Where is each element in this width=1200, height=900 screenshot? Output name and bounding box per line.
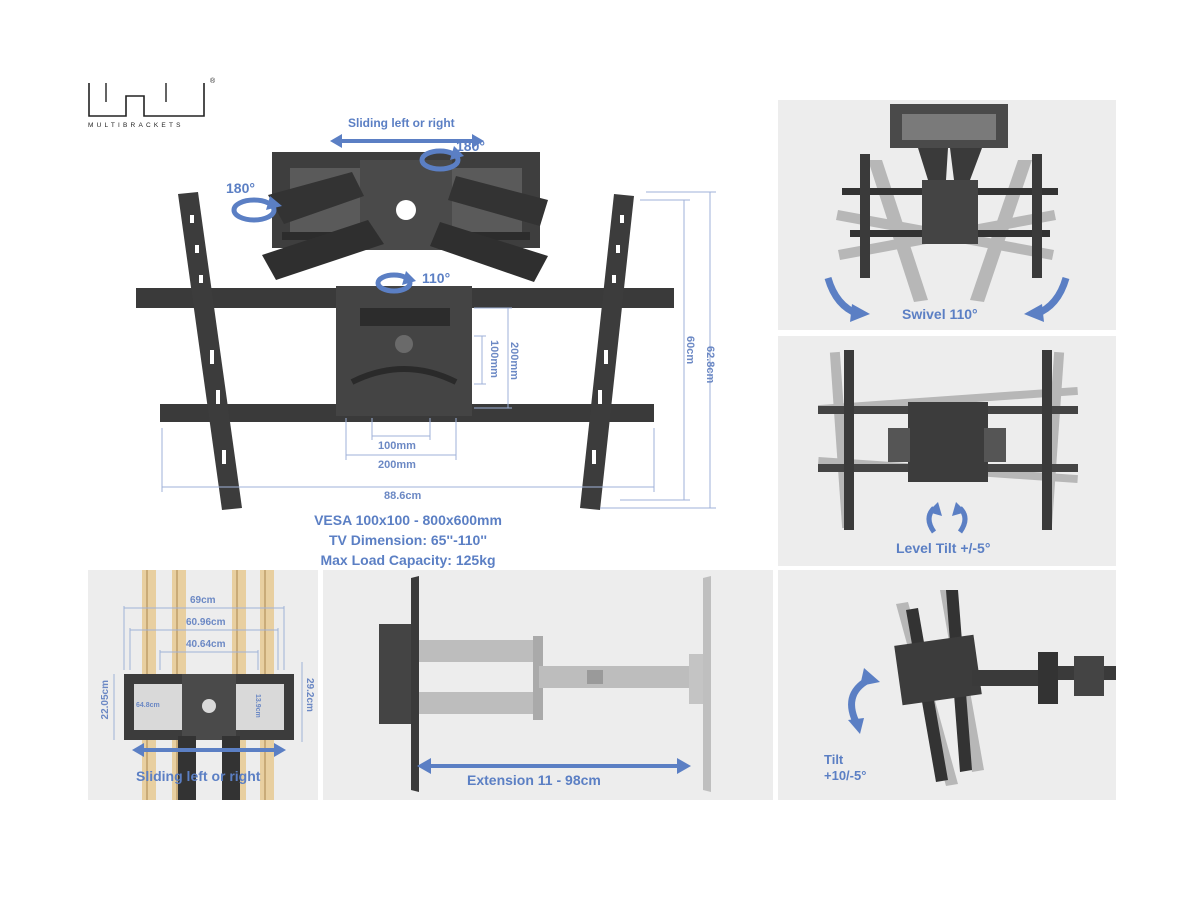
swivel-panel: Swivel 110° [778, 100, 1116, 330]
rotate-arrow-top-icon [419, 148, 461, 172]
level-tilt-drawing [818, 350, 1078, 534]
wall-mount-panel: 69cm 60.96cm 40.64cm 22.05cm 29.2cm 64.8… [88, 570, 318, 800]
slide-arrow-right-icon [274, 743, 286, 757]
swivel-label: Swivel 110° [902, 306, 978, 322]
spec-vesa: VESA 100x100 - 800x600mm [314, 512, 502, 528]
sliding-label: Sliding left or right [348, 116, 455, 130]
wall-dim-40-64: 40.64cm [186, 639, 226, 650]
extension-arrow-right-icon [677, 758, 691, 774]
tilt-arrow-left-icon [928, 502, 942, 516]
tilt-drawing [848, 590, 1116, 786]
level-tilt-panel: Level Tilt +/-5° [778, 336, 1116, 566]
dim-height-outer: 62.8cm [704, 346, 716, 384]
wall-dim-13-9: 13.9cm [254, 694, 261, 718]
swivel-arrow-left-icon [850, 304, 870, 322]
logo-wordmark: MULTIBRACKETS [88, 122, 184, 129]
rotate-arrow-center-icon [375, 272, 413, 294]
dim-plate-width-200: 200mm [378, 459, 416, 471]
dim-plate-width-100: 100mm [378, 440, 416, 452]
swivel-arrow-right-icon [1024, 304, 1044, 322]
wall-dim-22-05: 22.05cm [100, 680, 111, 720]
wall-mount-drawing [113, 570, 303, 800]
wall-dim-69: 69cm [190, 595, 216, 606]
dim-height-inner: 60cm [684, 336, 696, 365]
dim-width: 88.6cm [384, 490, 422, 502]
spec-tv-dimension: TV Dimension: 65''-110'' [328, 532, 488, 548]
slide-arrow-left-icon [132, 743, 144, 757]
main-bracket-drawing [136, 134, 716, 510]
rotation-label-center: 110° [422, 270, 451, 286]
wall-dim-60-96: 60.96cm [186, 617, 226, 628]
rotation-label-left: 180° [226, 180, 255, 196]
extension-panel: Extension 11 - 98cm [323, 570, 773, 800]
rotation-label-top: 180° [456, 138, 485, 154]
dim-plate-height-100: 100mm [488, 340, 500, 378]
logo-mark-icon [88, 83, 205, 117]
tilt-label-line2: +10/-5° [824, 768, 867, 783]
wall-sliding-label: Sliding left or right [136, 768, 261, 784]
logo-registered-mark: ® [210, 78, 216, 85]
spec-list: VESA 100x100 - 800x600mm TV Dimension: 6… [280, 510, 536, 570]
dim-plate-height-200: 200mm [508, 342, 520, 380]
extension-arrow-left-icon [417, 758, 431, 774]
tilt-panel: Tilt +10/-5° [778, 570, 1116, 800]
wall-dim-64-8: 64.8cm [136, 702, 160, 709]
wall-dim-29-2: 29.2cm [304, 678, 315, 712]
swivel-drawing [824, 104, 1070, 322]
extension-drawing [379, 576, 711, 792]
brand-logo: ® MULTIBRACKETS [86, 78, 221, 134]
spec-max-load: Max Load Capacity: 125kg [320, 552, 496, 568]
level-tilt-label: Level Tilt +/-5° [896, 540, 991, 556]
tilt-label-line1: Tilt [824, 752, 844, 767]
tilt-arrow-right-icon [952, 502, 966, 516]
extension-label: Extension 11 - 98cm [467, 772, 601, 788]
rotate-arrow-left-icon [231, 197, 277, 223]
main-bracket-illustration: Sliding left or right 180° 180° 110° 60c… [0, 0, 760, 570]
